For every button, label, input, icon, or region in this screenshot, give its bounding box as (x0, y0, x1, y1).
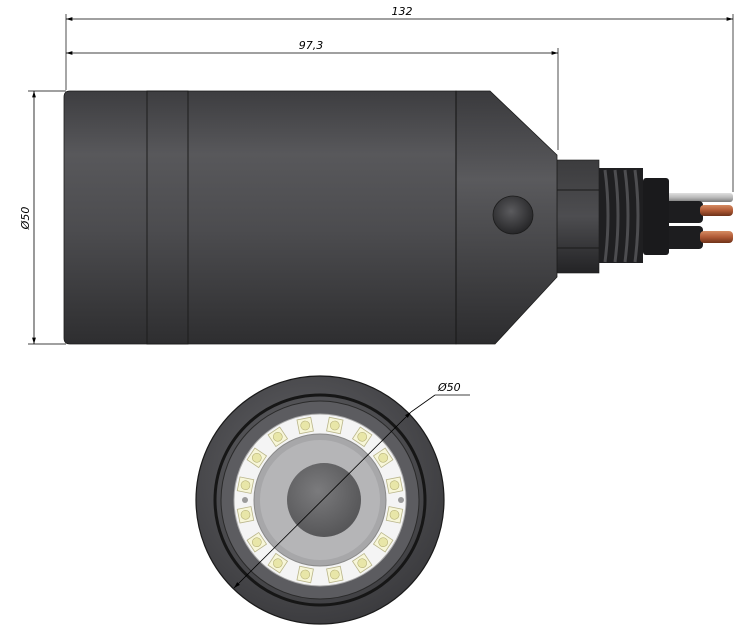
screw-dot-right (398, 497, 404, 503)
front-outer-groove (213, 393, 427, 607)
gland-nut (556, 159, 600, 274)
led (385, 476, 404, 494)
side-screw-hole (492, 195, 534, 235)
led (236, 506, 255, 524)
screw-dot-left (242, 497, 248, 503)
side-diameter-label: Ø50 (19, 207, 32, 231)
body-cylinder (63, 90, 457, 345)
front-diameter-leader (410, 394, 436, 413)
gland-seal (643, 178, 669, 255)
camera-body (63, 90, 558, 345)
copper-wire-upper (700, 205, 733, 216)
body-length-label: 97,3 (299, 39, 324, 52)
led (326, 565, 344, 584)
led (296, 565, 314, 584)
led (385, 506, 404, 524)
front-view: Ø50 (195, 375, 470, 625)
side-view: 132 97,3 Ø50 (19, 5, 734, 345)
front-diameter-dimension-line (233, 411, 412, 589)
gray-wire (660, 193, 733, 202)
led (236, 476, 255, 494)
body-band (146, 90, 189, 345)
led (326, 416, 344, 435)
camera-lens (287, 463, 361, 537)
copper-wire-lower (700, 231, 733, 243)
gland-thread-ridges (603, 169, 640, 263)
overall-length-label: 132 (392, 5, 413, 18)
front-diameter-label: Ø50 (437, 381, 461, 394)
cable-gland (556, 159, 669, 274)
led (296, 416, 314, 435)
